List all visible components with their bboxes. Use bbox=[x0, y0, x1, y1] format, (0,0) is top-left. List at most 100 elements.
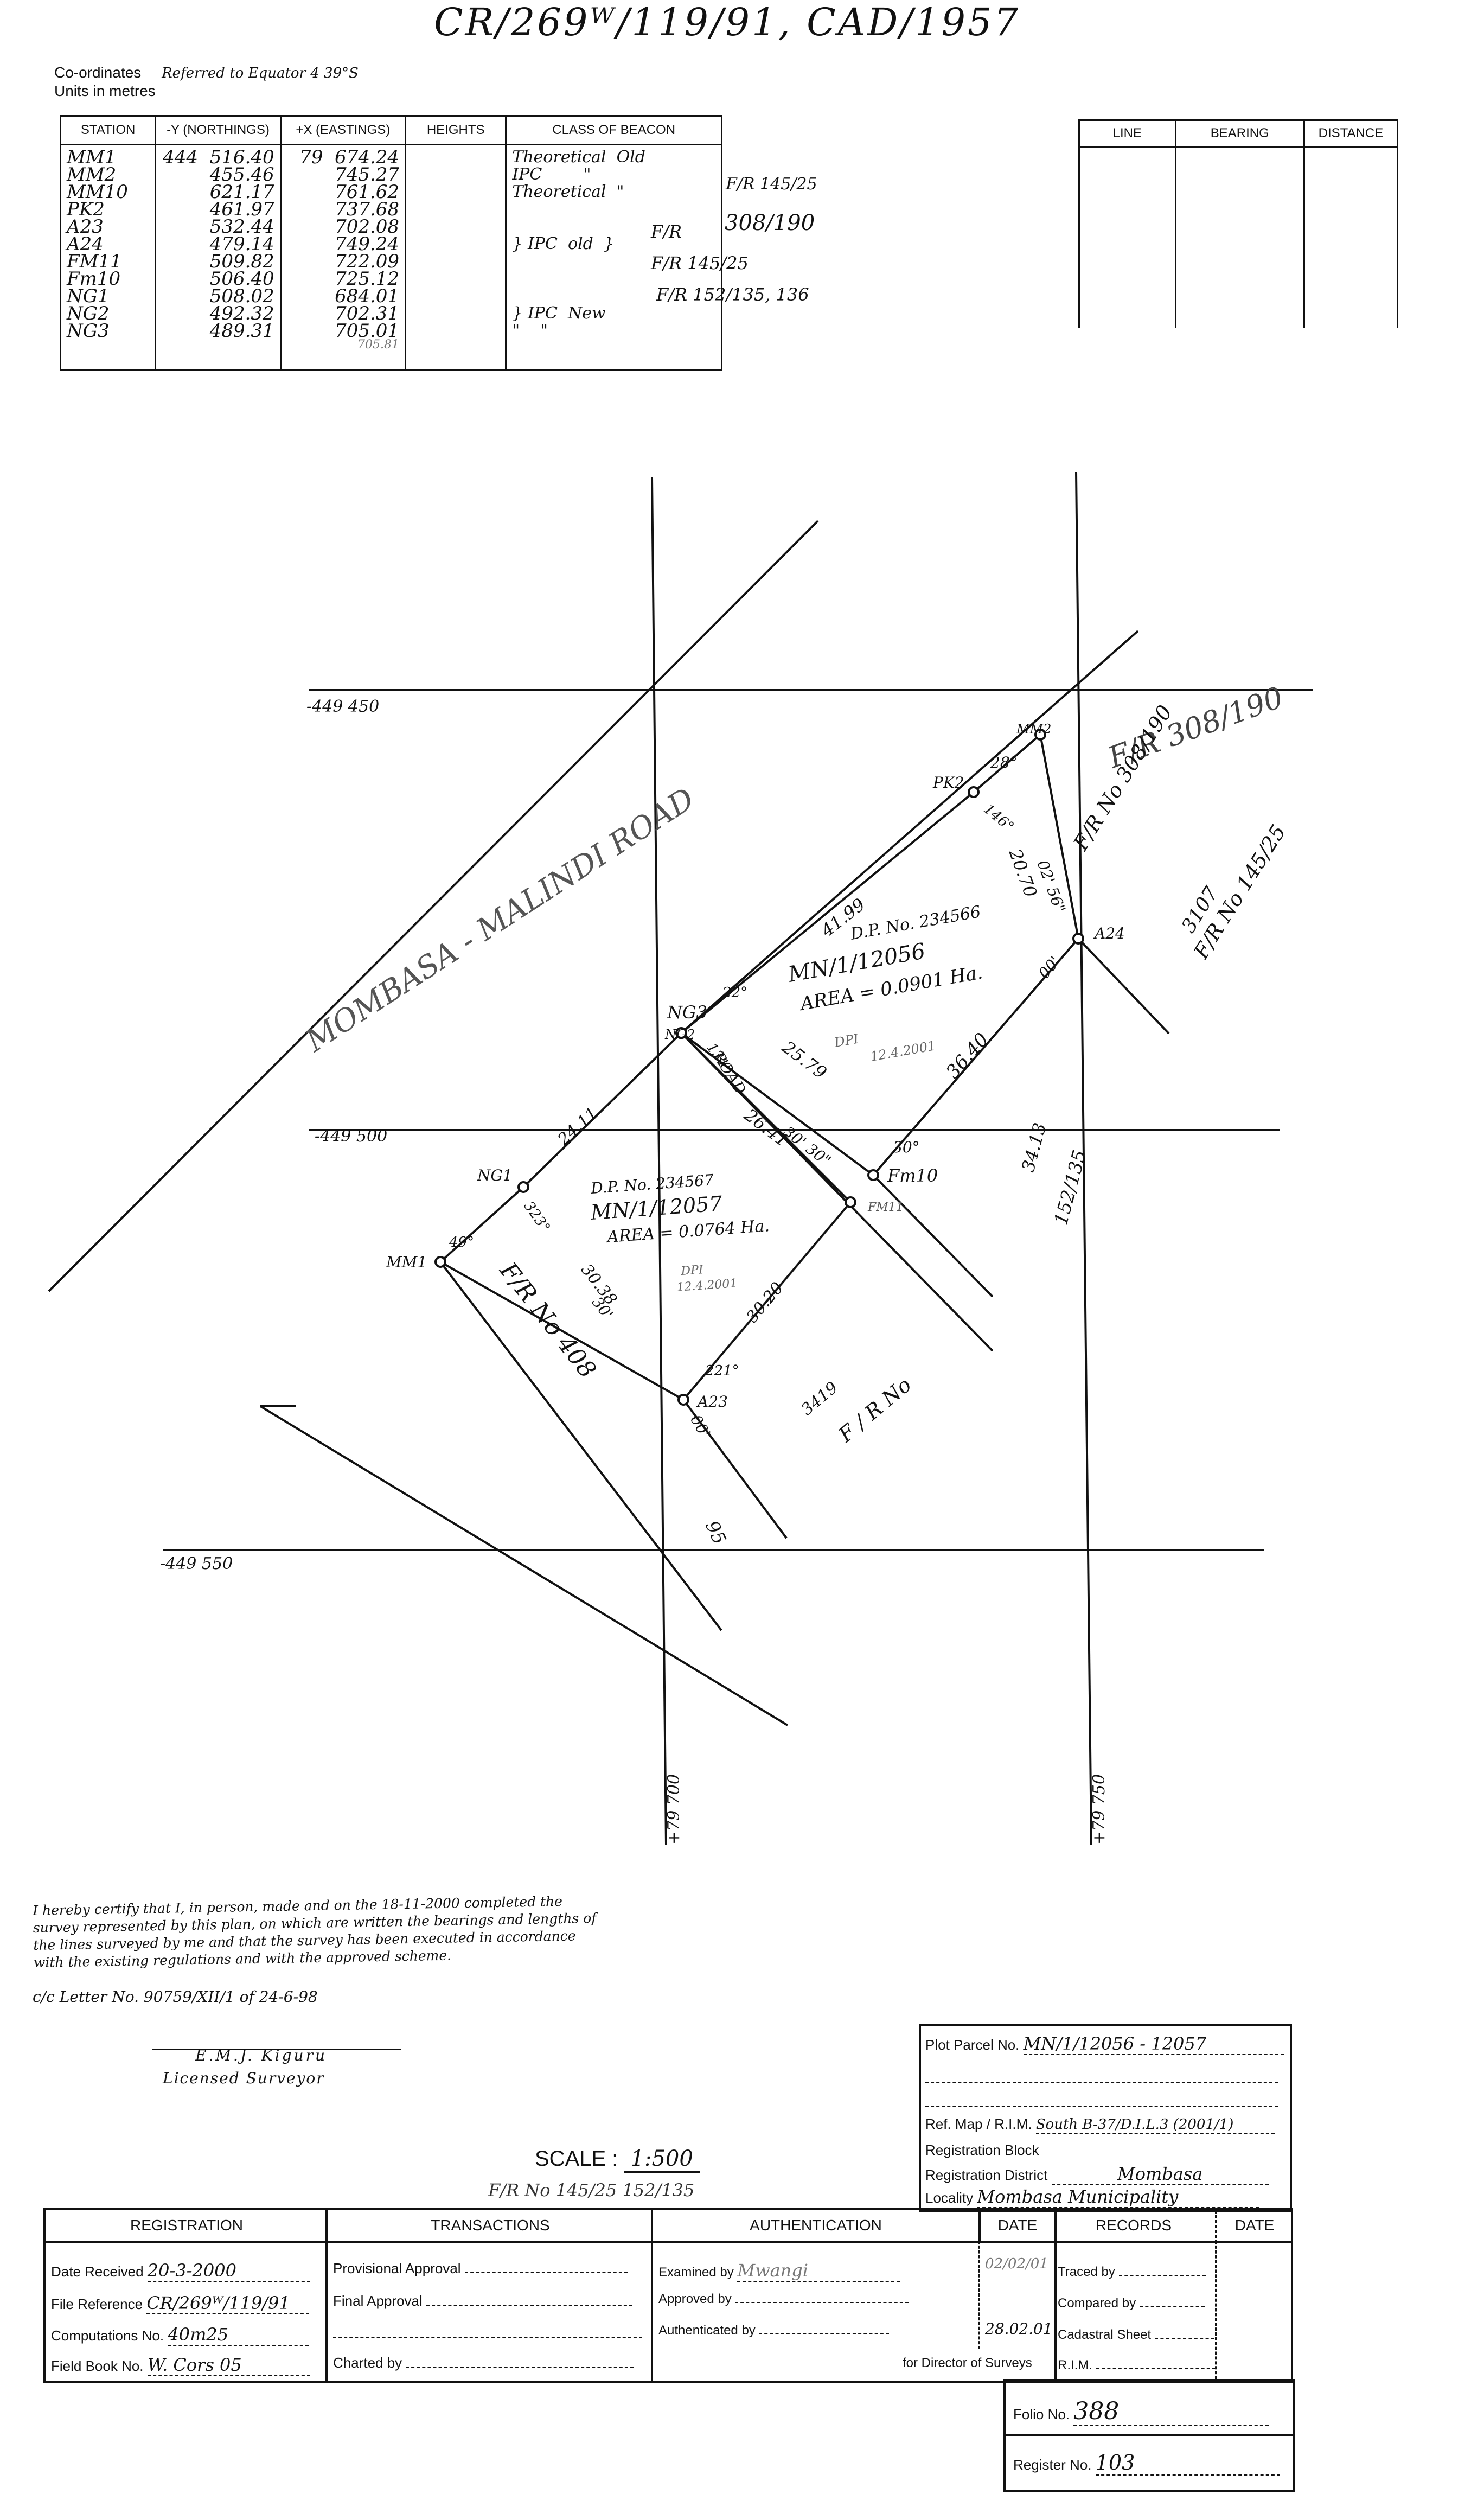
block-row: Registration Block bbox=[925, 2142, 1039, 2159]
field-book-value: W. Cors 05 bbox=[147, 2355, 310, 2376]
boundary-extension-ne bbox=[680, 630, 1139, 1034]
folio-value: 388 bbox=[1073, 2397, 1269, 2426]
coordinates-header-row: STATION -Y (NORTHINGS) +X (EASTINGS) HEI… bbox=[59, 115, 722, 145]
scale-row: SCALE : 1:500 bbox=[535, 2146, 700, 2173]
fr-note-4: F/R 145/25 bbox=[651, 253, 749, 273]
examined-row: Examined by Mwangi bbox=[658, 2260, 900, 2282]
station-label-fm11: FM11 bbox=[867, 1201, 904, 1214]
grid-label-449550: -449 550 bbox=[160, 1554, 233, 1573]
folio-divider bbox=[1006, 2434, 1293, 2436]
parcel-1-dp: D.P. No. 234566 bbox=[848, 902, 982, 944]
parcel-1-date: 12.4.2001 bbox=[869, 1038, 937, 1064]
station-label-pk2: PK2 bbox=[932, 774, 964, 792]
angle-ng3: 22° bbox=[722, 985, 747, 1001]
distance-ng1-ng2: 24.11 bbox=[554, 1104, 602, 1149]
fr-label-308: F/R No 308/190 bbox=[1069, 701, 1177, 855]
grid-label-449500: -449 500 bbox=[315, 1127, 387, 1146]
angle-ng1: 323° bbox=[520, 1198, 553, 1236]
final-label: Final Approval bbox=[333, 2293, 423, 2309]
provisional-label: Provisional Approval bbox=[333, 2260, 461, 2276]
distance-ng2-fm10: 25.79 bbox=[778, 1036, 830, 1083]
field-book-label: Field Book No. bbox=[51, 2358, 144, 2374]
station-label-mm1: MM1 bbox=[386, 1253, 427, 1271]
file-reference-row: File Reference CR/269ᵂ/119/91 bbox=[51, 2293, 310, 2314]
folio-row: Folio No. 388 bbox=[1013, 2397, 1269, 2426]
folio-label: Folio No. bbox=[1013, 2406, 1070, 2422]
scale-value: 1:500 bbox=[624, 2146, 700, 2173]
col-northings: -Y (NORTHINGS) bbox=[155, 115, 282, 145]
col-distance: DISTANCE bbox=[1303, 119, 1399, 148]
charted-label: Charted by bbox=[333, 2355, 402, 2371]
charted-blank bbox=[406, 2367, 634, 2368]
road-reserve-line-1 bbox=[680, 1032, 994, 1352]
angle-a23: 221° bbox=[705, 1363, 739, 1379]
parcel-2-date: 12.4.2001 bbox=[676, 1277, 738, 1294]
authenticated-signature bbox=[759, 2333, 890, 2334]
plot-parcel-label: Plot Parcel No. bbox=[925, 2037, 1020, 2053]
beacon-a24 bbox=[1072, 933, 1084, 945]
bearing-body-row bbox=[1078, 146, 1399, 328]
district-label: Registration District bbox=[925, 2167, 1048, 2183]
fr-note-3: F/R bbox=[651, 221, 682, 242]
surveyor-certificate: I hereby certify that I, in person, made… bbox=[33, 1893, 597, 1970]
station-label-ng1: NG1 bbox=[477, 1166, 513, 1184]
fr-label-95: 95 bbox=[701, 1517, 731, 1548]
beacon-ng1 bbox=[517, 1181, 529, 1193]
records-header: RECORDS bbox=[1052, 2210, 1215, 2243]
locality-value: Mombasa Municipality bbox=[977, 2186, 1259, 2208]
grid-label-79750: +79 750 bbox=[1090, 1774, 1109, 1845]
coordinates-units: Units in metres bbox=[54, 82, 156, 99]
register-value: 103 bbox=[1095, 2451, 1280, 2476]
boundary-extension-mm1 bbox=[439, 1261, 722, 1631]
col-station: STATION bbox=[59, 115, 157, 145]
eastings-values: 79 674.24 745.27 761.62 737.68 702.08 74… bbox=[299, 146, 400, 342]
eastings-cell: 79 674.24 745.27 761.62 737.68 702.08 74… bbox=[279, 144, 407, 371]
final-blank bbox=[426, 2305, 632, 2306]
station-label-a24: A24 bbox=[1093, 924, 1125, 942]
beacon-a23 bbox=[677, 1394, 689, 1406]
authentication-section: AUTHENTICATION DATE Examined by Mwangi 0… bbox=[651, 2208, 1057, 2383]
register-row: Register No. 103 bbox=[1013, 2451, 1280, 2476]
beacon-pk2 bbox=[968, 786, 980, 798]
col-class: CLASS OF BEACON bbox=[505, 115, 722, 145]
transactions-header: TRANSACTIONS bbox=[328, 2210, 653, 2243]
compared-row: Compared by bbox=[1058, 2296, 1205, 2311]
fr-label-3419: 3419 bbox=[798, 1378, 842, 1419]
class-cell: Theoretical Old IPC " Theoretical " } IP… bbox=[505, 144, 722, 371]
parcel-12057-boundary bbox=[439, 1031, 852, 1401]
col-heights: HEIGHTS bbox=[405, 115, 507, 145]
cadastral-label: Cadastral Sheet bbox=[1058, 2327, 1152, 2342]
station-label-a23: A23 bbox=[696, 1393, 728, 1411]
beacon-mm2 bbox=[1034, 729, 1046, 741]
authenticated-row: Authenticated by bbox=[658, 2323, 890, 2338]
plot-parcel-row: Plot Parcel No. MN/1/12056 - 12057 bbox=[925, 2033, 1284, 2055]
register-label: Register No. bbox=[1013, 2457, 1092, 2473]
plot-parcel-value: MN/1/12056 - 12057 bbox=[1023, 2033, 1284, 2055]
distance-fm11-a23: 30.20 bbox=[743, 1279, 787, 1326]
plot-blank-1 bbox=[925, 2069, 1278, 2083]
examined-date: 02/02/01 bbox=[985, 2256, 1048, 2272]
stations-cell: MM1 MM2 MM10 PK2 A23 A24 FM11 Fm10 NG1 N… bbox=[59, 144, 157, 371]
scale-fr-note: F/R No 145/25 152/135 bbox=[488, 2180, 695, 2200]
beacon-fm11 bbox=[845, 1196, 856, 1208]
plot-blank-2 bbox=[925, 2093, 1278, 2107]
distance-ng2-fm11: 26.41 bbox=[740, 1104, 792, 1151]
locality-label: Locality bbox=[925, 2190, 974, 2206]
bearing-header-row: LINE BEARING DISTANCE bbox=[1078, 119, 1399, 148]
coordinates-reference: Referred to Equator 4 39°S bbox=[162, 65, 359, 81]
distance-cell bbox=[1303, 146, 1399, 328]
surveyor-name: E.M.J. Kiguru bbox=[195, 2046, 328, 2064]
ref-map-value: South B-37/D.I.L.3 (2001/1) bbox=[1035, 2116, 1275, 2134]
bearing-table: LINE BEARING DISTANCE bbox=[1078, 119, 1399, 328]
auth-date-divider bbox=[978, 2241, 980, 2349]
fr-note-1: F/R 145/25 bbox=[726, 175, 817, 194]
compared-blank bbox=[1139, 2306, 1205, 2307]
beacon-ng2 bbox=[675, 1027, 687, 1039]
angle-mm2: 28° bbox=[990, 754, 1018, 771]
traced-blank bbox=[1118, 2275, 1206, 2276]
cadastral-row: Cadastral Sheet bbox=[1058, 2327, 1214, 2343]
northings-cell: 444 516.40 455.46 621.17 461.97 532.44 4… bbox=[155, 144, 282, 371]
angle-fm10: 30° bbox=[893, 1138, 920, 1156]
certificate-letter: c/c Letter No. 90759/XII/1 of 24-6-98 bbox=[33, 1988, 318, 2006]
computations-value: 40m25 bbox=[168, 2324, 309, 2346]
